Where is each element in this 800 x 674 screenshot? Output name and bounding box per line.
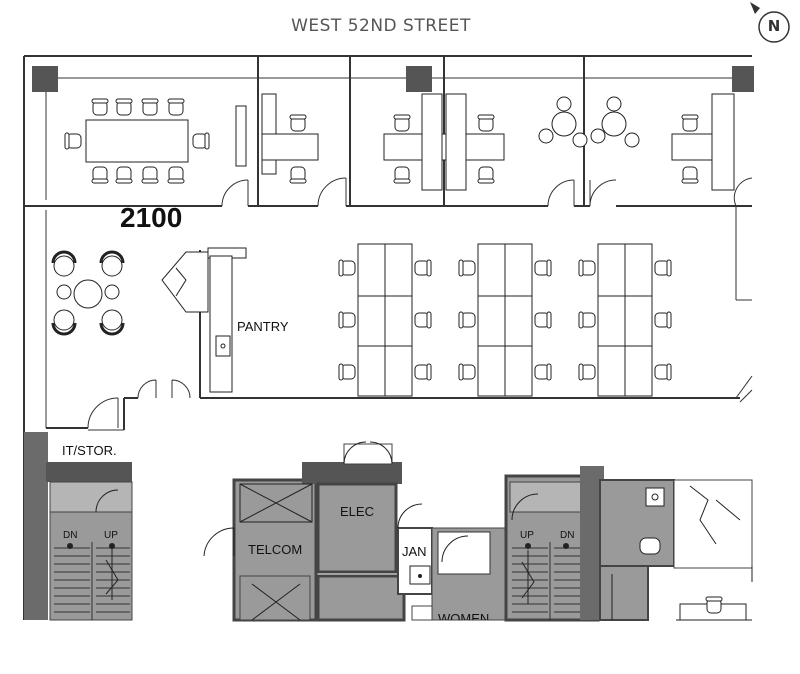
room-label-women: WOMEN xyxy=(438,611,490,620)
north-label: N xyxy=(767,17,781,35)
suite-number: 2100 xyxy=(120,202,183,233)
north-arrow-icon xyxy=(750,2,790,43)
column xyxy=(406,66,432,92)
stair-label-right-up: UP xyxy=(520,530,534,541)
column xyxy=(32,66,58,92)
room-label-pantry: PANTRY xyxy=(237,319,289,334)
office-row-walls xyxy=(24,56,753,207)
room-label-jan: JAN xyxy=(402,544,427,559)
stair-label-right-dn: DN xyxy=(560,530,575,541)
column xyxy=(732,66,754,92)
building-core xyxy=(24,432,753,622)
conference-table xyxy=(64,98,210,184)
stair-label-left-dn: DN xyxy=(63,530,78,541)
room-label-elec: ELEC xyxy=(340,504,374,519)
street-label: WEST 52ND STREET xyxy=(291,16,471,36)
stair-label-left-up: UP xyxy=(104,530,118,541)
room-label-it-storage: IT/STOR. xyxy=(62,443,117,458)
lounge-furniture xyxy=(51,250,125,336)
workstations xyxy=(338,243,672,397)
room-label-telcom: TELCOM xyxy=(248,542,303,557)
open-area-walls xyxy=(23,206,753,620)
pantry-fixtures xyxy=(161,247,247,393)
credenza xyxy=(235,105,247,167)
office-desks xyxy=(261,93,735,191)
